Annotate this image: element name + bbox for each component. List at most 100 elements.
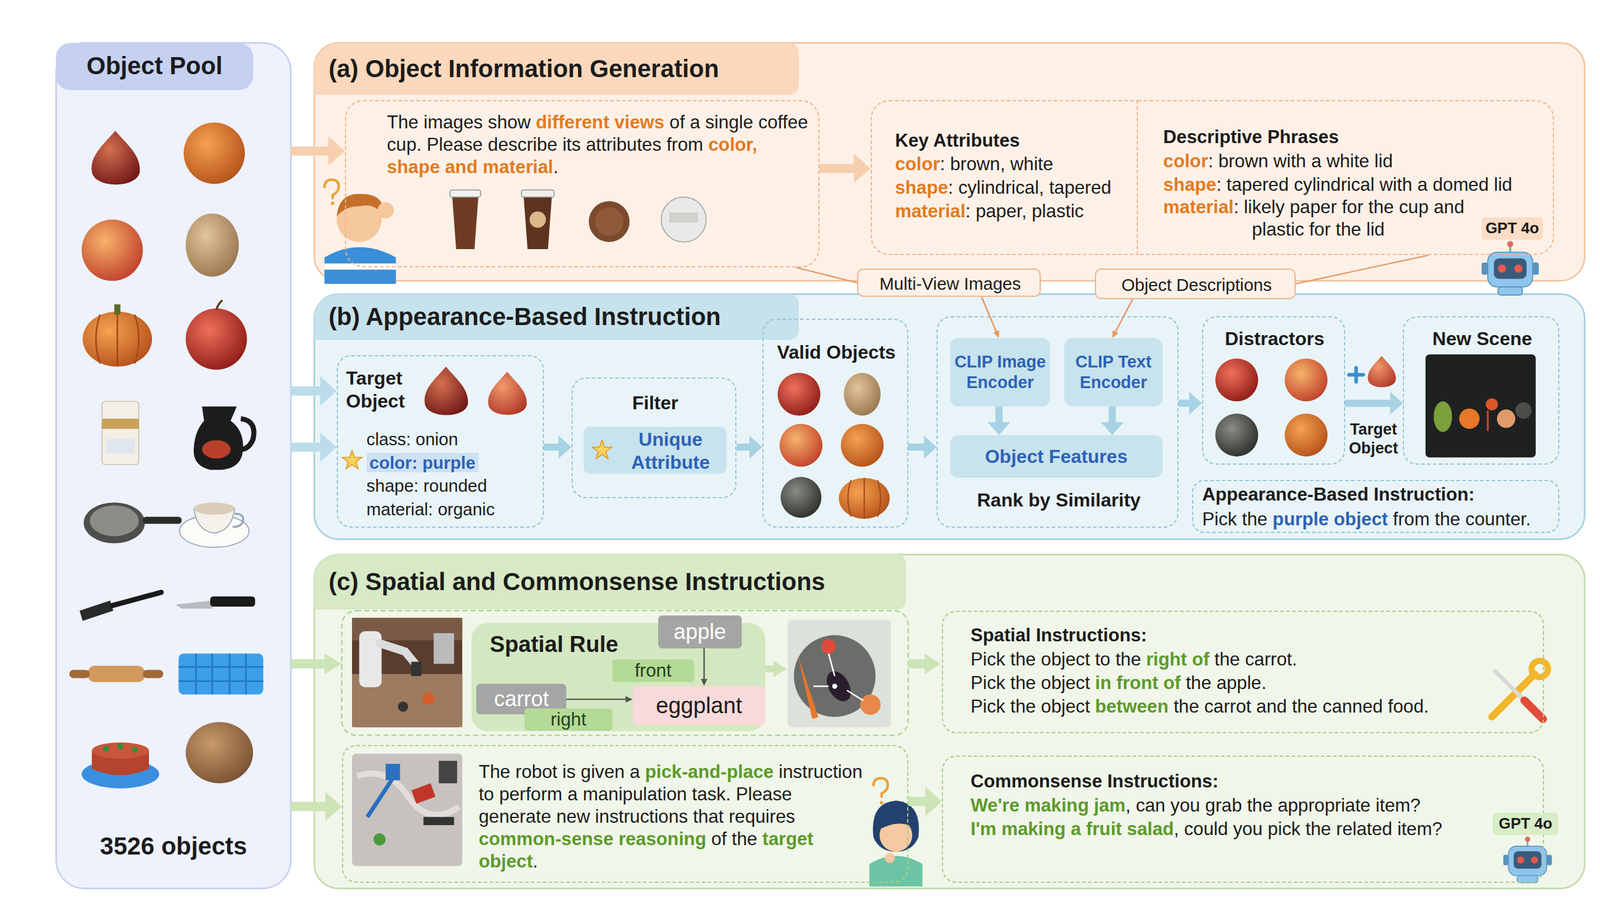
object-images	[1433, 400, 1452, 432]
text-block: Spatial Instructions:	[970, 622, 1476, 649]
text-line: Spatial Instructions:	[970, 623, 1148, 647]
label-text: The robot is given a	[478, 761, 640, 782]
text-line: shape: tapered cylindrical with a domed …	[1163, 173, 1513, 197]
instruction-box: Appearance-Based Instruction:Pick the pu…	[1192, 479, 1560, 533]
object-images	[838, 477, 891, 519]
label-text: , can you grab the appropriate item?	[1125, 794, 1421, 816]
connector-line	[1295, 254, 1429, 284]
tool-icon	[1531, 660, 1549, 677]
edge-label: front	[612, 659, 695, 682]
label-text: Commonsense Instructions:	[970, 770, 1219, 792]
text-block: class: onion	[366, 427, 541, 451]
text-line: (b) Appearance-Based Instruction	[328, 301, 721, 333]
text-line: Target Object	[346, 366, 420, 413]
text-block: Target Object	[346, 366, 420, 418]
object-images	[1349, 367, 1364, 382]
label-text: The images show	[386, 111, 531, 133]
label-text: (b) Appearance-Based Instruction	[328, 302, 721, 331]
label-text: pick-and-place	[645, 761, 774, 782]
connector	[1295, 254, 1429, 284]
object-images	[1284, 358, 1328, 402]
section-panel: (c) Spatial and Commonsense Instructions…	[314, 553, 1585, 888]
text-line: material: organic	[366, 498, 496, 520]
feature-box: Object Features	[950, 435, 1163, 478]
text-line: right	[550, 708, 587, 731]
text-line: The robot is given a pick-and-place inst…	[478, 760, 867, 873]
connector-line	[795, 267, 858, 283]
connector	[1100, 406, 1124, 436]
label-text: I'm making a fruit salad	[970, 818, 1174, 839]
label-text: Filter	[632, 392, 679, 414]
connector-line	[908, 443, 927, 451]
object-pool-items	[178, 653, 264, 695]
label-text: carrot	[493, 686, 549, 711]
connector	[819, 153, 871, 184]
object-pool-items	[117, 742, 124, 749]
scene-image	[832, 683, 838, 689]
object-pool-items	[232, 513, 244, 527]
object-images	[1215, 413, 1259, 457]
text-line: Object Pool	[86, 51, 223, 82]
encoder-box: CLIP Image Encoder	[950, 337, 1051, 407]
label-text: from the counter.	[1392, 508, 1531, 530]
text-line: eggplant	[655, 691, 742, 720]
label-text: between	[1094, 695, 1169, 717]
text-line: Object Descriptions	[1121, 274, 1273, 296]
text-line: Descriptive Phrases	[1163, 125, 1339, 149]
scene-image	[352, 617, 463, 728]
scene-image	[385, 763, 400, 780]
object-pool-items	[143, 669, 164, 679]
panel-ground	[583, 426, 728, 474]
connector-line	[290, 386, 324, 396]
object-pool-items	[87, 665, 145, 683]
label-text: CLIP Text Encoder	[1075, 352, 1152, 392]
object-group-box: Valid Objects	[762, 318, 909, 528]
robot-icon	[1503, 836, 1553, 883]
object-images	[1459, 408, 1480, 430]
text-line: apple	[674, 618, 727, 645]
object-pool-items	[178, 653, 264, 695]
text-block: material: likely paper for the cup and p…	[1163, 196, 1495, 248]
connector-line	[290, 801, 329, 812]
text-block: material: organic	[366, 498, 541, 521]
label-text: front	[634, 659, 672, 681]
text-block: Descriptive Phrases	[1163, 124, 1541, 151]
object-images	[1486, 410, 1489, 431]
label-text: shape	[1163, 174, 1217, 195]
text-block: Commonsense Instructions:	[970, 768, 1482, 795]
text-block: (b) Appearance-Based Instruction	[314, 293, 799, 340]
text-line: color: purple	[366, 452, 479, 474]
object-tag: eggplant	[632, 685, 766, 725]
label-text: 3526 objects	[100, 831, 248, 860]
scene-image	[397, 701, 408, 712]
tool-icon	[1491, 673, 1535, 717]
text-block: CLIP Text Encoder	[1064, 337, 1163, 407]
text-block: material: paper, plastic	[894, 198, 1132, 224]
text-line: Commonsense Instructions:	[970, 769, 1219, 793]
connector-line	[1178, 399, 1192, 407]
object-pool-items	[105, 439, 135, 454]
text-block: Object Pool	[55, 42, 254, 91]
robot-icon	[1481, 240, 1539, 295]
label-text: shape	[894, 177, 948, 198]
coffee-cup-views	[661, 197, 706, 242]
object-pool-items	[101, 418, 139, 429]
text-block: Spatial Rule	[489, 626, 643, 662]
connector-line	[995, 406, 1003, 425]
label-text: .	[553, 156, 559, 178]
label-text: the apple.	[1185, 672, 1267, 693]
text-line: CLIP Text Encoder	[1064, 351, 1163, 393]
text-block: color: brown, white	[894, 152, 1132, 178]
tag-box: Object Descriptions	[1094, 268, 1296, 300]
object-pool-items	[193, 406, 244, 470]
flow-arrow	[908, 658, 927, 669]
scene-image	[422, 692, 436, 705]
text-line: We're making jam, can you grab the appro…	[970, 794, 1421, 817]
object-images	[840, 423, 884, 467]
target-box: Target Objectclass: onioncolor: purplesh…	[336, 354, 544, 528]
tool-icon	[1494, 669, 1525, 701]
tool-icon	[1524, 700, 1543, 719]
edge-label: right	[524, 708, 613, 731]
object-images	[1368, 355, 1397, 387]
coffee-cup-views	[595, 207, 624, 237]
